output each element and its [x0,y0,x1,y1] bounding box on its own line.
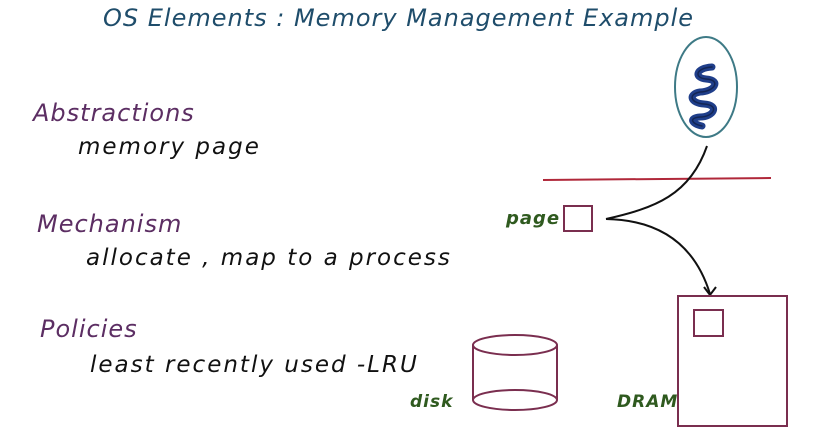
dram-label: DRAM [617,392,679,412]
process-thread-outline [691,66,716,127]
disk-label: disk [410,392,454,412]
process-to-page-connector [605,145,708,220]
page-label: page [506,208,561,229]
mechanism-heading: Mechanism [37,210,183,238]
abstractions-detail: memory page [78,134,261,160]
dram-box-icon [677,295,788,427]
abstractions-heading: Abstractions [33,99,195,127]
disk-cylinder-icon [472,334,558,411]
policies-detail: least recently used -LRU [90,352,419,378]
process-oval [674,36,738,138]
page-to-dram-connector [605,218,711,295]
mechanism-detail: allocate , map to a process [86,245,452,271]
dram-page-slot [693,309,724,337]
policies-heading: Policies [40,315,138,343]
page-title: OS Elements : Memory Management Example [103,4,695,32]
divider-line [542,177,772,181]
memory-page-icon [563,205,593,232]
